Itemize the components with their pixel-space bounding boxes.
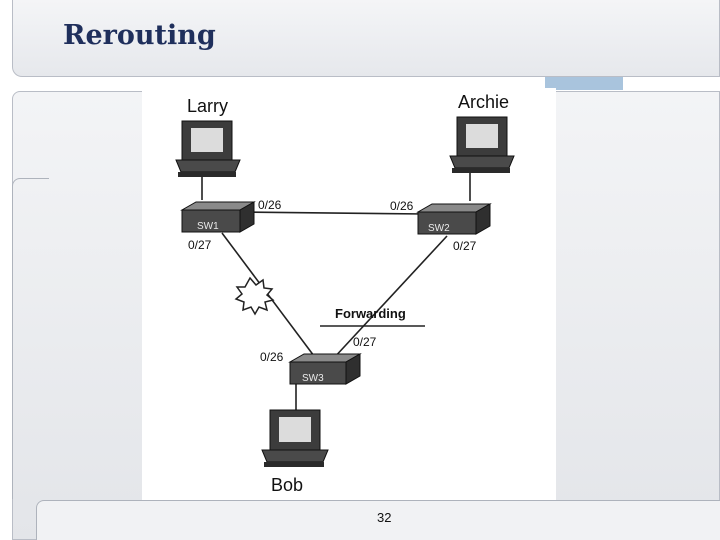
link-sw2-sw3: [331, 235, 448, 361]
host-label-larry: Larry: [187, 96, 228, 116]
port-label-sw2-to-sw1: 0/26: [390, 199, 414, 213]
link-sw1-sw2: [236, 211, 428, 215]
port-label-sw2-to-sw3: 0/27: [453, 239, 477, 253]
switch-label-sw1: SW1: [197, 221, 219, 232]
host-label-archie: Archie: [458, 92, 509, 112]
switch-icon-sw2: [416, 203, 492, 235]
port-label-sw3-to-sw1: 0/26: [260, 350, 284, 364]
pc-icon-larry: [175, 120, 241, 177]
page-number: 32: [377, 510, 392, 525]
accent-bar: [545, 77, 623, 90]
network-diagram-svg: Larry Archie Bob SW1 SW2 SW3 0/26 0/26 0…: [175, 92, 515, 495]
link-failure-icon: [234, 276, 275, 316]
port-label-sw1-to-sw3: 0/27: [188, 238, 212, 252]
pc-icon-bob: [261, 409, 329, 467]
header-panel: [12, 0, 720, 77]
decorative-bracket: [12, 178, 49, 499]
switch-icon-sw3: [288, 353, 362, 385]
pc-icon-archie: [449, 116, 515, 173]
network-diagram: Larry Archie Bob SW1 SW2 SW3 0/26 0/26 0…: [142, 88, 556, 501]
footer-panel: [36, 500, 720, 540]
forwarding-state-label: Forwarding: [335, 306, 406, 321]
switch-icon-sw1: [180, 201, 256, 233]
port-label-sw1-to-sw2: 0/26: [258, 198, 282, 212]
host-label-bob: Bob: [271, 475, 303, 495]
switch-label-sw2: SW2: [428, 223, 450, 234]
slide-title: Rerouting: [63, 20, 216, 51]
port-label-sw3-to-sw2: 0/27: [353, 335, 377, 349]
switch-label-sw3: SW3: [302, 373, 324, 384]
